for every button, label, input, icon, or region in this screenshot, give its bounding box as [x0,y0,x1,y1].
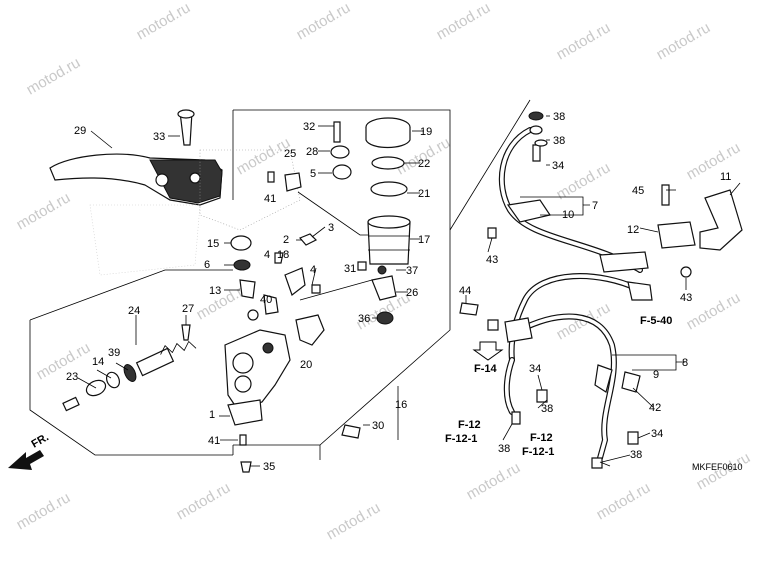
brake-hoses [459,111,743,469]
callout-35: 35 [263,461,275,473]
callout-43: 43 [486,254,498,266]
section-references: F-5-40 F-14 F-12 F-12-1 F-12 F-12-1 MKFE… [445,315,743,472]
callout-36: 36 [358,313,370,325]
direction-label: FR. [30,431,51,450]
callout-38: 38 [541,403,553,415]
callout-26: 26 [406,287,418,299]
group-outlines [29,99,531,460]
callout-22: 22 [418,158,430,170]
image-code: MKFEF0610 [692,462,743,472]
callout-24: 24 [128,305,140,317]
watermark-text: motod.ru [684,139,744,183]
callout-34: 34 [651,428,663,440]
callout-14: 14 [92,356,104,368]
watermark-text: motod.ru [34,339,94,383]
watermark-text: motod.ru [14,489,74,533]
callout-3: 3 [328,222,334,234]
watermark-text: motod.ru [464,459,524,503]
callout-1: 1 [209,409,215,421]
callout-20: 20 [300,359,312,371]
callout-45: 45 [632,185,644,197]
ref-f-12-1: F-12-1 [522,446,554,458]
callout-32: 32 [303,121,315,133]
callout-25: 25 [284,148,296,160]
watermark-text: motod.ru [594,479,654,523]
watermark-text: motod.ru [134,0,194,43]
hose-group-outline [449,99,531,231]
callout-4: 4 [310,264,316,276]
callout-41: 41 [208,435,220,447]
callout-38: 38 [553,135,565,147]
small-parts [230,121,397,473]
callout-34: 34 [529,363,541,375]
callout-37: 37 [406,265,418,277]
callout-39: 39 [108,347,120,359]
callout-19: 19 [420,126,432,138]
callout-5: 5 [310,168,316,180]
callout-38: 38 [630,449,642,461]
ref-f-12: F-12 [530,432,553,444]
ref-f-5-40: F-5-40 [640,315,672,327]
callout-27: 27 [182,303,194,315]
watermark-text: motod.ru [174,479,234,523]
brake-lever [49,109,223,206]
callout-9: 9 [653,369,659,381]
callout-8: 8 [682,357,688,369]
callout-10: 10 [562,209,574,221]
master-cylinder-outline [233,109,451,446]
watermark-text: motod.ru [654,19,714,63]
callout-31: 31 [344,263,356,275]
callout-7: 7 [592,200,598,212]
callout-34: 34 [552,160,564,172]
lever-group-outline [29,269,233,321]
callout-29: 29 [74,125,86,137]
callout-28: 28 [306,146,318,158]
watermark-text: motod.ru [684,289,744,333]
callout-17: 17 [418,234,430,246]
watermark-text: motod.ru [294,0,354,43]
lever-group-outline-lower [29,320,233,456]
f14-arrow [472,341,504,361]
watermark-text: motod.ru [554,299,614,343]
callout-38: 38 [498,443,510,455]
front-direction-arrow: FR. [8,431,51,470]
callout-33: 33 [153,131,165,143]
watermark-text: motod.ru [324,499,384,543]
callout-4: 4 [264,249,270,261]
pushrod-assembly [62,324,197,412]
callout-16: 16 [395,399,407,411]
callout-38: 38 [553,111,565,123]
ref-f-12: F-12 [458,419,481,431]
callout-15: 15 [207,238,219,250]
leader-lines [77,115,741,467]
callout-21: 21 [418,188,430,200]
callout-12: 12 [627,224,639,236]
watermark-text: motod.ru [24,54,84,98]
callout-23: 23 [66,371,78,383]
callout-44: 44 [459,285,471,297]
callout-labels: 1 2 3 4 4 5 6 7 8 9 10 11 12 13 14 15 16… [66,111,731,473]
callout-13: 13 [209,285,221,297]
callout-18: 18 [277,249,289,261]
watermark-text: motod.ru [554,19,614,63]
watermark-text: motod.ru [14,189,74,233]
callout-43: 43 [680,292,692,304]
ref-f-12-1: F-12-1 [445,433,477,445]
callout-41: 41 [264,193,276,205]
ref-f-14: F-14 [474,363,498,375]
callout-30: 30 [372,420,384,432]
callout-2: 2 [283,234,289,246]
callout-40: 40 [260,294,272,306]
reservoir [365,117,411,265]
watermark-text: motod.ru [434,0,494,43]
master-cylinder-body [224,294,325,426]
callout-42: 42 [649,402,661,414]
callout-11: 11 [720,171,731,183]
callout-6: 6 [204,259,210,271]
hatch-area [89,149,301,276]
